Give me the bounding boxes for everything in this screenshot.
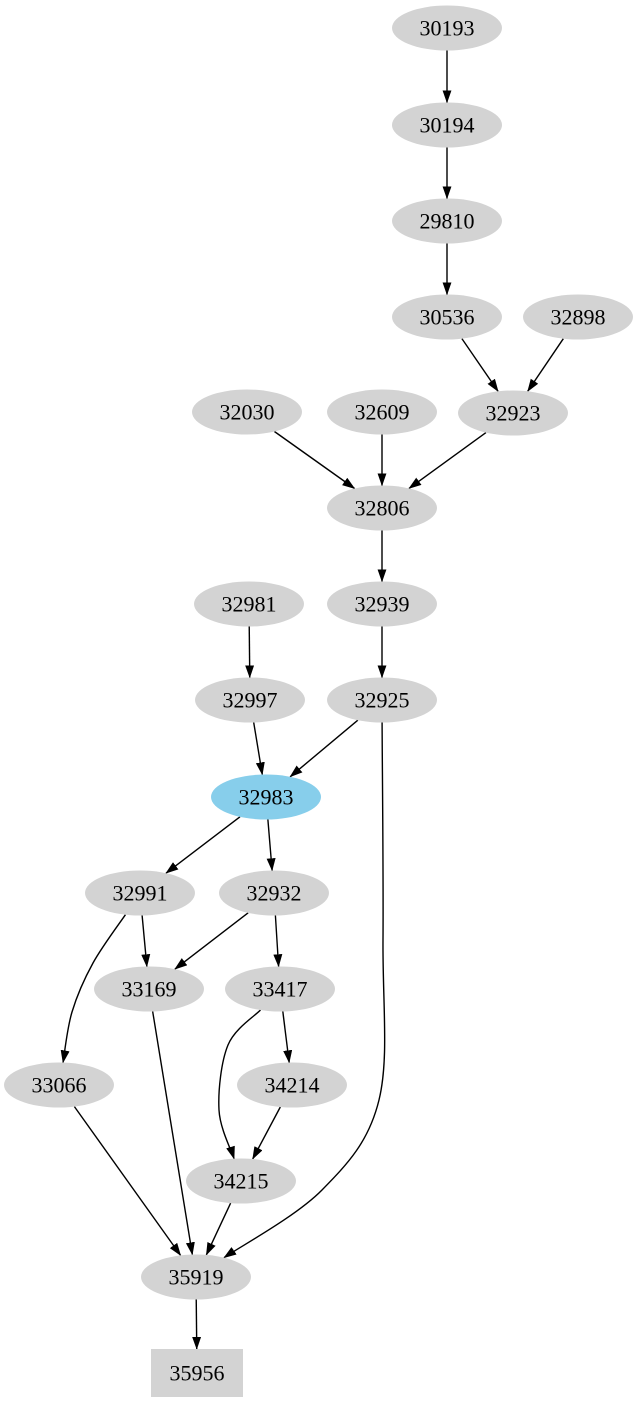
node-ellipse-shape (392, 102, 502, 148)
node-ellipse-shape (392, 294, 502, 340)
edge-32983-to-32932 (266, 819, 276, 872)
node-ellipse-shape (4, 1062, 114, 1108)
edge-32932-to-33169 (174, 912, 249, 970)
graph-node-33169: 33169 (94, 966, 204, 1012)
graph-node-32898: 32898 (523, 294, 633, 340)
node-label: 32609 (355, 400, 410, 425)
node-label: 32983 (239, 785, 294, 810)
node-ellipse-shape (186, 1158, 296, 1204)
graph-node-34214: 34214 (237, 1062, 347, 1108)
edge-32997-to-32983 (253, 722, 265, 776)
node-ellipse-shape (392, 5, 502, 51)
node-ellipse-shape (327, 485, 437, 531)
edge-34215-to-35919 (205, 1202, 232, 1256)
edge-33417-to-34214 (282, 1011, 293, 1064)
edge-32898-to-32923 (527, 338, 564, 392)
graph-node-30193: 30193 (392, 5, 502, 51)
node-ellipse-shape (327, 389, 437, 435)
node-label: 32997 (223, 688, 278, 713)
edge-32923-to-32806 (408, 432, 487, 489)
node-label: 33417 (253, 977, 308, 1002)
node-label: 32925 (355, 688, 410, 713)
node-label: 32923 (486, 401, 541, 426)
node-label: 35919 (169, 1265, 224, 1290)
edge-35919-to-35956 (192, 1299, 202, 1350)
graph-node-32923: 32923 (458, 390, 568, 436)
node-label: 32806 (355, 496, 410, 521)
node-box-shape (151, 1349, 243, 1397)
node-label: 30193 (420, 16, 475, 41)
node-label: 29810 (420, 209, 475, 234)
node-ellipse-shape (219, 870, 329, 916)
edge-32991-to-33066 (60, 914, 127, 1064)
edges-layer (60, 50, 564, 1350)
node-ellipse-shape (195, 677, 305, 723)
nodes-layer: 30193 30194 29810 30536 32898 32030 32609 32923… (4, 5, 633, 1397)
node-ellipse-shape (192, 389, 302, 435)
node-ellipse-shape (94, 966, 204, 1012)
graph-node-32939: 32939 (327, 581, 437, 627)
node-ellipse-shape (237, 1062, 347, 1108)
edge-32981-to-32997 (245, 626, 255, 679)
graph-node-34215: 34215 (186, 1158, 296, 1204)
graph-node-32997: 32997 (195, 677, 305, 723)
node-label: 32981 (222, 592, 277, 617)
graph-node-30194: 30194 (392, 102, 502, 148)
edge-32925-to-35919 (223, 722, 386, 1259)
graph-node-32030: 32030 (192, 389, 302, 435)
edge-32030-to-32806 (274, 430, 356, 490)
graph-node-32806: 32806 (327, 485, 437, 531)
graph-node-33066: 33066 (4, 1062, 114, 1108)
node-label: 32939 (355, 592, 410, 617)
edge-33417-to-34215 (218, 1009, 261, 1160)
node-ellipse-shape (523, 294, 633, 340)
edge-34214-to-34215 (252, 1106, 281, 1160)
graph-node-35919: 35919 (141, 1254, 251, 1300)
node-label: 32898 (551, 305, 606, 330)
edge-30536-to-32923 (461, 338, 499, 392)
node-label: 33169 (122, 977, 177, 1002)
graph-node-33417: 33417 (225, 966, 335, 1012)
node-ellipse-shape (392, 198, 502, 244)
edge-32932-to-33417 (273, 915, 283, 968)
edge-32925-to-32983 (289, 719, 359, 778)
node-ellipse-shape (141, 1254, 251, 1300)
edge-32983-to-32991 (165, 816, 241, 874)
node-label: 35956 (170, 1361, 225, 1386)
node-label: 32932 (247, 881, 302, 906)
node-label: 32991 (113, 881, 168, 906)
graph-node-35956: 35956 (151, 1349, 243, 1397)
node-label: 30536 (420, 305, 475, 330)
graph-node-32991: 32991 (85, 870, 195, 916)
graph-node-32925: 32925 (327, 677, 437, 723)
node-ellipse-shape (327, 581, 437, 627)
node-ellipse-shape (85, 870, 195, 916)
node-ellipse-shape (225, 966, 335, 1012)
graph-node-32609: 32609 (327, 389, 437, 435)
graph-node-32932: 32932 (219, 870, 329, 916)
graph-node-29810: 29810 (392, 198, 502, 244)
edge-33066-to-35919 (73, 1106, 182, 1257)
node-ellipse-shape (458, 390, 568, 436)
graph-node-32981: 32981 (194, 581, 304, 627)
graph-node-30536: 30536 (392, 294, 502, 340)
node-ellipse-shape (327, 677, 437, 723)
node-ellipse-shape (211, 774, 321, 820)
node-label: 34214 (265, 1073, 320, 1098)
node-label: 34215 (214, 1169, 269, 1194)
node-label: 33066 (32, 1073, 87, 1098)
node-label: 32030 (220, 400, 275, 425)
edge-32991-to-33169 (141, 915, 151, 968)
graph-node-32983: 32983 (211, 774, 321, 820)
node-ellipse-shape (194, 581, 304, 627)
node-label: 30194 (420, 113, 475, 138)
edge-33169-to-35919 (151, 1011, 195, 1256)
